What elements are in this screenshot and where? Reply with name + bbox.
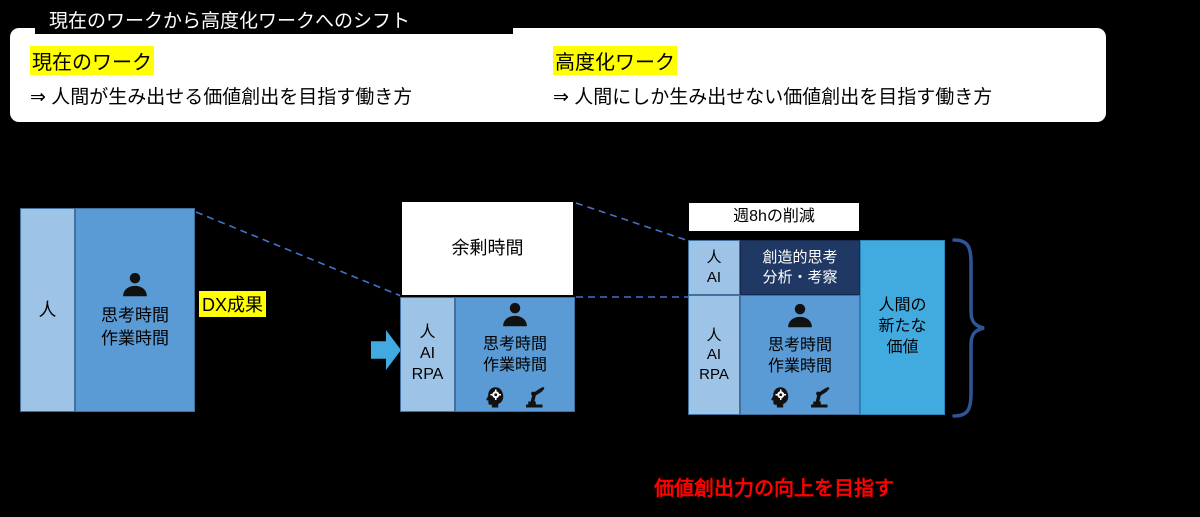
right-top-actor-line: 人 <box>706 249 722 266</box>
right-top-actor-line: AI <box>706 268 722 286</box>
current-actor-label: 人 <box>38 299 57 320</box>
right-arrow-icon <box>371 330 401 370</box>
current-actor-cell: 人 <box>20 208 75 412</box>
right-time-line: 作業時間 <box>767 357 832 375</box>
right-time-line: 思考時間 <box>767 336 832 354</box>
weekly-reduction-box: 週8hの削減 <box>688 202 860 232</box>
legend-current-label: 現在のワーク <box>30 46 154 75</box>
surplus-time-label: 余剰時間 <box>451 238 524 259</box>
middle-actor-cell: 人 AI RPA <box>400 297 455 412</box>
legend-current-work: 現在のワーク ⇒ 人間が生み出せる価値創出を目指す働き方 <box>30 46 412 109</box>
curly-brace-icon <box>952 238 985 418</box>
middle-actor-line: 人 <box>419 324 436 342</box>
legend-advanced-desc: ⇒ 人間にしか生み出せない価値創出を目指す働き方 <box>553 87 993 108</box>
slide-title-text: 現在のワークから高度化ワークへのシフト <box>49 10 411 32</box>
right-actor-line: 人 <box>706 326 722 344</box>
current-time-cell: 思考時間 作業時間 <box>75 208 195 412</box>
legend-current-desc: ⇒ 人間が生み出せる価値創出を目指す働き方 <box>30 87 413 108</box>
dashed-connector <box>575 202 690 242</box>
head-gear-icon <box>771 387 789 408</box>
new-human-value-line: 新たな <box>878 318 927 336</box>
legend-box: 現在のワーク ⇒ 人間が生み出せる価値創出を目指す働き方 高度化ワーク ⇒ 人間… <box>10 28 1106 122</box>
right-actor-cell: 人 AI RPA <box>688 295 740 415</box>
head-gear-icon <box>486 387 504 408</box>
weekly-reduction-label: 週8hの削減 <box>733 207 815 225</box>
creative-thinking-line: 分析・考察 <box>762 268 838 286</box>
middle-actor-line: RPA <box>411 365 444 383</box>
tool-icons-row <box>768 385 832 409</box>
surplus-time-box: 余剰時間 <box>400 200 575 297</box>
robot-arm-icon <box>811 387 830 408</box>
middle-time-line: 思考時間 <box>482 336 547 354</box>
dashed-connector <box>195 211 402 297</box>
new-human-value-line: 価値 <box>886 338 919 356</box>
person-icon <box>788 303 812 327</box>
value-creation-goal-note: 価値創出力の向上を目指す <box>654 478 894 500</box>
dx-result-label: DX成果 <box>199 291 267 317</box>
person-icon <box>123 272 147 296</box>
slide-title-bar: 現在のワークから高度化ワークへのシフト <box>35 4 513 34</box>
legend-advanced-label: 高度化ワーク <box>553 46 677 75</box>
creative-thinking-line: 創造的思考 <box>762 249 838 266</box>
right-actor-line: AI <box>706 346 722 364</box>
right-time-cell: 思考時間 作業時間 <box>740 295 860 415</box>
new-human-value-line: 人間の <box>878 297 927 315</box>
person-icon <box>503 303 527 327</box>
middle-time-line: 作業時間 <box>482 357 547 374</box>
middle-time-cell: 思考時間 作業時間 <box>455 297 575 412</box>
right-top-actor-cell: 人 AI <box>688 240 740 295</box>
legend-advanced-work: 高度化ワーク ⇒ 人間にしか生み出せない価値創出を目指す働き方 <box>553 46 992 109</box>
current-time-line: 作業時間 <box>101 328 169 348</box>
current-time-line: 思考時間 <box>101 305 169 325</box>
new-human-value-cell: 人間の 新たな 価値 <box>860 240 945 415</box>
middle-actor-line: AI <box>419 345 436 363</box>
tool-icons-row <box>483 385 547 409</box>
robot-arm-icon <box>526 386 545 408</box>
creative-thinking-cell: 創造的思考 分析・考察 <box>740 240 860 295</box>
right-actor-line: RPA <box>699 365 729 383</box>
